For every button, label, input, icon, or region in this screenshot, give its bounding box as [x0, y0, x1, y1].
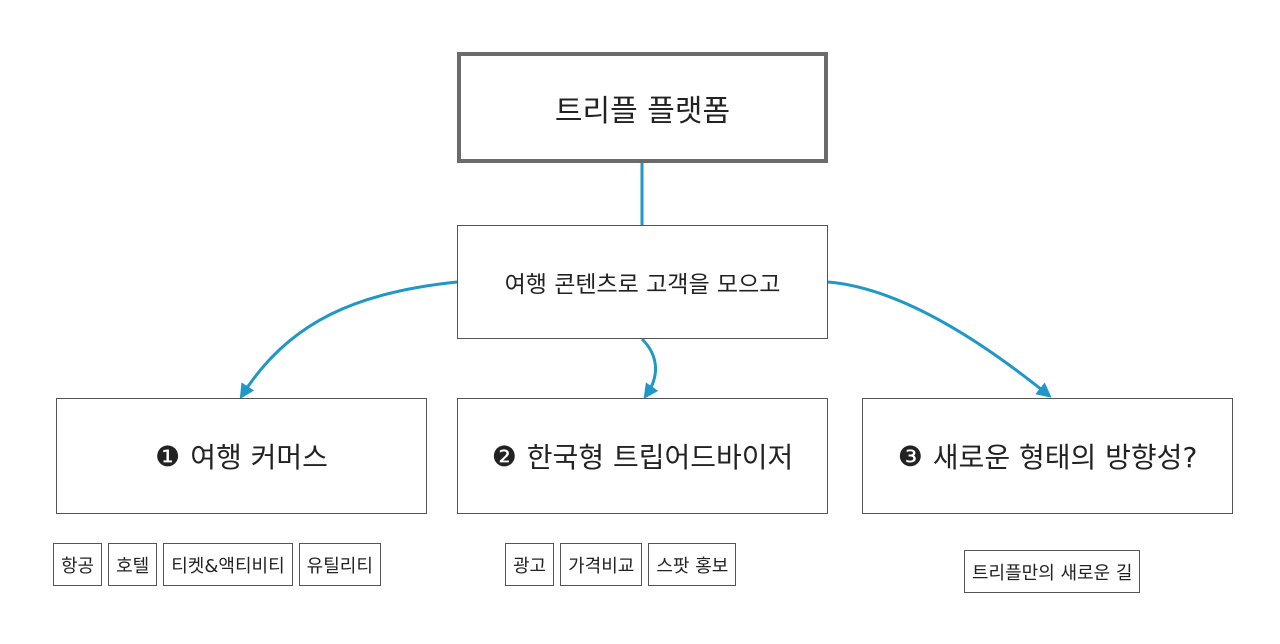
tag-row-commerce: 항공 호텔 티켓&액티비티 유틸리티 [53, 543, 381, 586]
tag-utility: 유틸리티 [298, 543, 381, 586]
tag-flight: 항공 [53, 543, 103, 586]
tag-ads: 광고 [505, 543, 555, 586]
tag-spot-promotion: 스팟 홍보 [648, 543, 737, 586]
tag-row-new-direction: 트리플만의 새로운 길 [964, 550, 1141, 593]
tag-row-tripadvisor: 광고 가격비교 스팟 홍보 [505, 543, 737, 586]
branch-node-tripadvisor: ❷ 한국형 트립어드바이저 [457, 398, 828, 514]
arrow-to-branch-2 [640, 337, 659, 399]
root-node: 트리플 플랫폼 [457, 52, 828, 163]
tag-new-path: 트리플만의 새로운 길 [964, 550, 1141, 593]
arrow-to-branch-3 [827, 280, 1052, 398]
stage-label: 여행 콘텐츠로 고객을 모으고 [504, 272, 781, 298]
tag-ticket-activity: 티켓&액티비티 [163, 543, 293, 586]
tag-hotel: 호텔 [108, 543, 158, 586]
branch-node-commerce: ❶ 여행 커머스 [56, 398, 427, 514]
branch-number-badge: ❷ [491, 439, 517, 473]
branch-label: 여행 커머스 [190, 441, 328, 474]
tag-price-compare: 가격비교 [560, 543, 643, 586]
branch-label: 새로운 형태의 방향성? [932, 441, 1198, 474]
stage-node: 여행 콘텐츠로 고객을 모으고 [457, 225, 828, 339]
branch-node-new-direction: ❸ 새로운 형태의 방향성? [862, 398, 1233, 514]
arrow-to-branch-1 [239, 280, 458, 400]
root-label: 트리플 플랫폼 [554, 93, 731, 129]
branch-label: 한국형 트립어드바이저 [526, 441, 794, 474]
branch-number-badge: ❸ [897, 439, 923, 473]
branch-number-badge: ❶ [155, 439, 181, 473]
